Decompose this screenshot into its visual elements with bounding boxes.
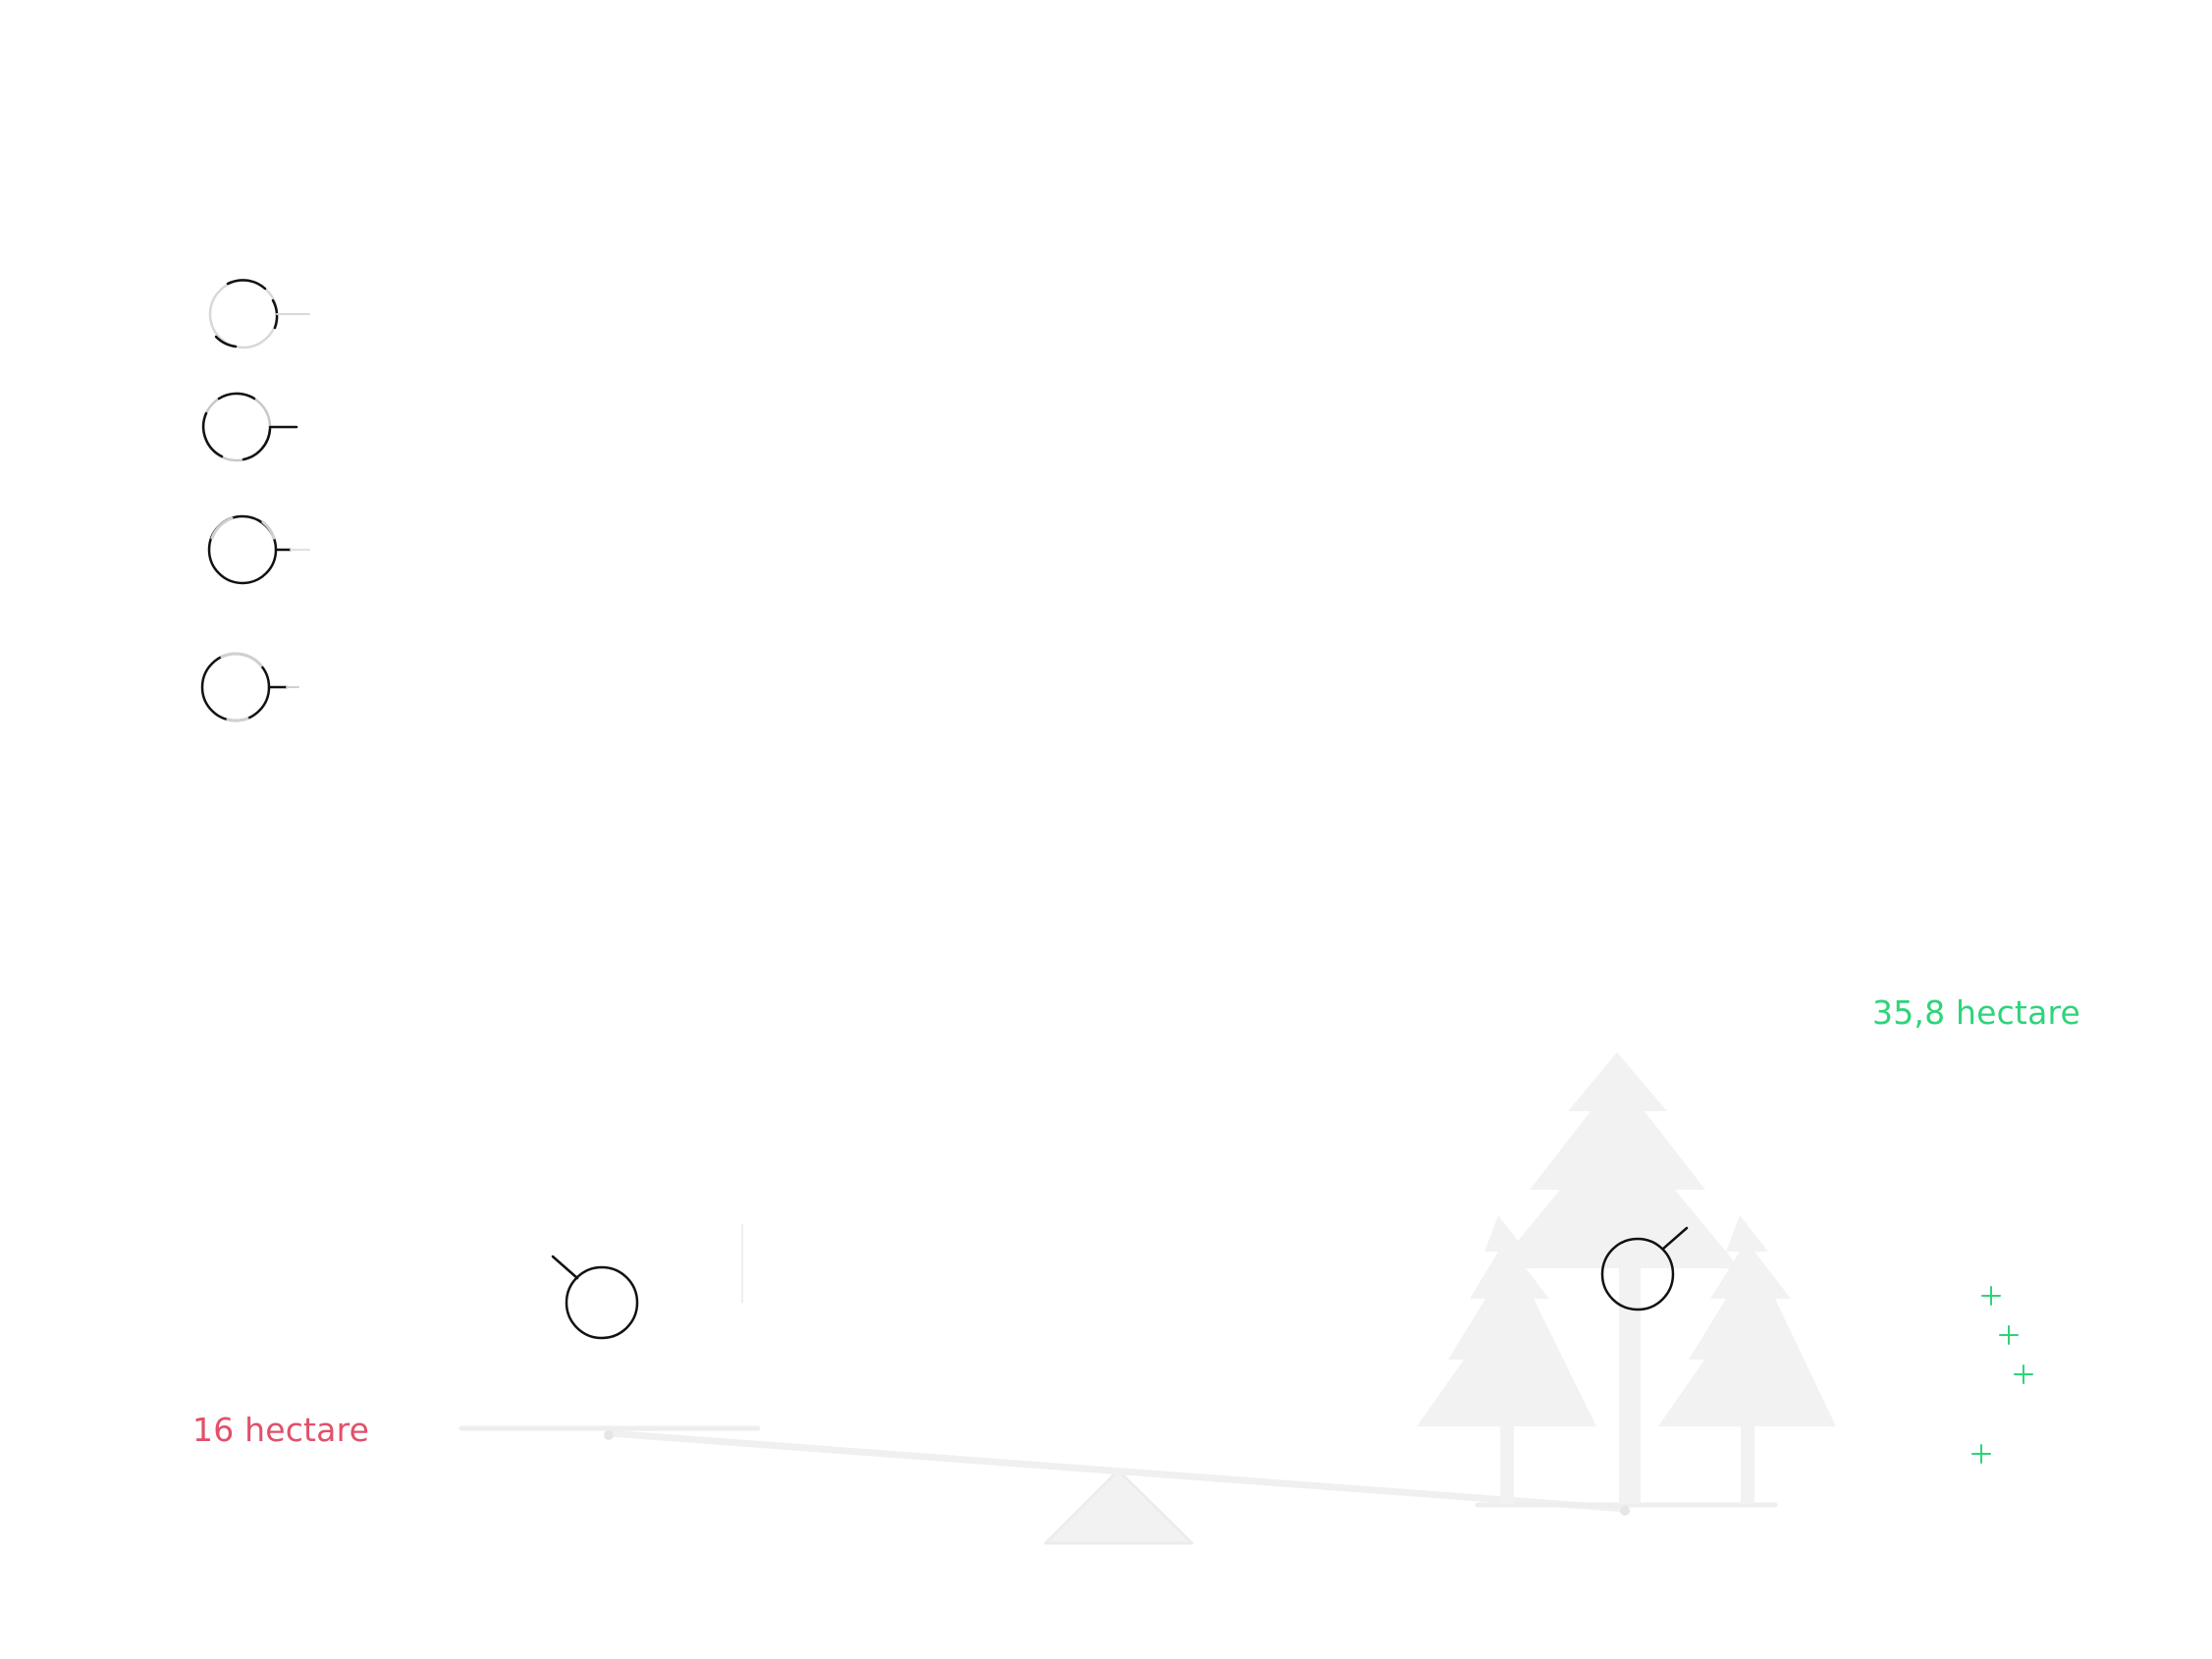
magnifier-icon [200,652,299,722]
plus-signs [1971,1286,2033,1464]
magnifier-icon [551,1255,639,1340]
seesaw-beam [605,1429,1629,1513]
magnifier-icon [207,514,310,585]
seesaw-fulcrum [1044,1469,1194,1545]
plus-sign-icon [1971,1444,1991,1464]
magnifier-icon [201,392,298,462]
magnifier-icon [1600,1226,1689,1311]
plus-sign-icon [1999,1325,2019,1345]
plus-sign-icon [2014,1365,2033,1384]
tree-icon [1417,1052,1836,1504]
plus-sign-icon [1981,1286,2001,1306]
legend [200,279,310,722]
right-area-label: 35,8 hectare [1872,993,2081,1032]
seesaw-icon [459,1425,1778,1545]
left-area-label: 16 hectare [192,1411,370,1449]
magnifier-icon [208,279,310,349]
